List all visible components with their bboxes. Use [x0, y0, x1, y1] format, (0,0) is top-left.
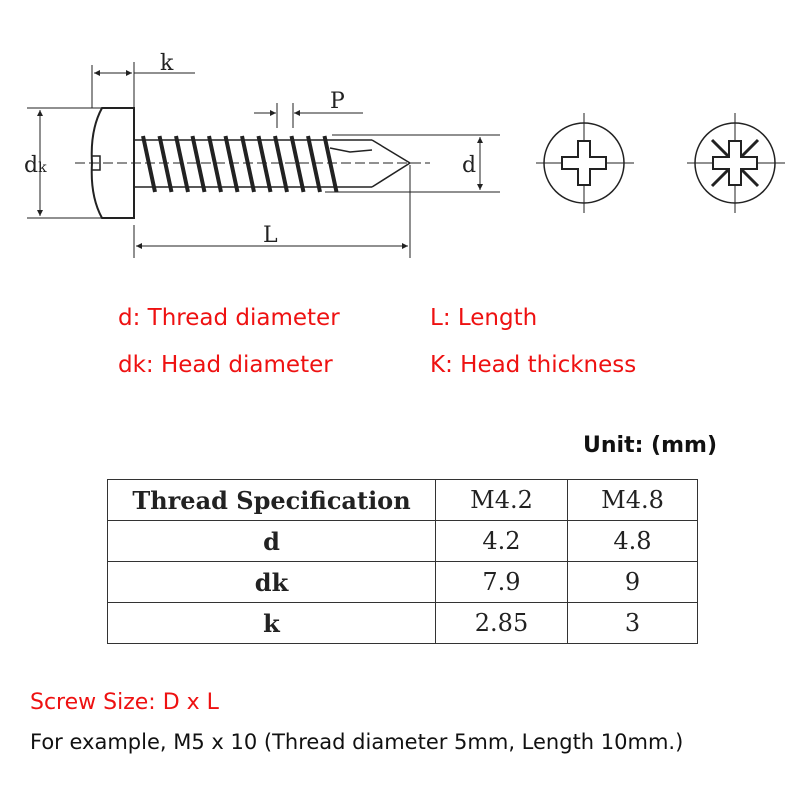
thread-stroke [322, 135, 339, 193]
legend-k: K: Head thickness [430, 352, 637, 378]
spec-table: Thread Specification M4.2 M4.8 d 4.2 4.8… [107, 479, 698, 644]
table-cell: 4.8 [567, 520, 698, 562]
legend-d: d: Thread diameter [118, 305, 340, 331]
phillips-head-view [536, 113, 634, 213]
label-k: k [160, 51, 174, 76]
thread-stroke [273, 135, 289, 193]
table-cell: d [107, 520, 436, 562]
table-row: d 4.2 4.8 [107, 520, 698, 562]
thread-stroke [289, 135, 306, 193]
table-cell: dk [107, 561, 436, 603]
thread-stroke [207, 135, 223, 193]
table-cell: k [107, 602, 436, 644]
example-text: For example, M5 x 10 (Thread diameter 5m… [30, 730, 684, 754]
thread-stroke [174, 135, 190, 193]
pozidriv-head-view [687, 113, 785, 213]
thread-stroke [141, 135, 157, 193]
thread-stroke [256, 135, 273, 193]
label-d: d [462, 153, 476, 178]
table-header-row: Thread Specification M4.2 M4.8 [107, 479, 698, 521]
table-row: dk 7.9 9 [107, 561, 698, 603]
table-cell: 4.2 [435, 520, 568, 562]
thread-stroke [223, 135, 240, 193]
table-cell: 9 [567, 561, 698, 603]
table-header: Thread Specification [107, 479, 436, 521]
thread-stroke [157, 135, 174, 193]
screw-size-label: Screw Size: D x L [30, 690, 219, 715]
label-l: L [263, 223, 278, 248]
thread-stroke [306, 135, 322, 193]
label-p: P [330, 89, 345, 114]
legend-l: L: Length [430, 305, 538, 331]
legend-dk: dk: Head diameter [118, 352, 333, 378]
unit-label: Unit: (mm) [583, 433, 717, 458]
screw-technical-drawing: k P dk d L [24, 51, 785, 258]
label-dk: dk [24, 153, 47, 178]
table-cell: 3 [567, 602, 698, 644]
table-row: k 2.85 3 [107, 602, 698, 644]
thread-stroke [190, 135, 207, 193]
table-header: M4.2 [435, 479, 568, 521]
table-cell: 7.9 [435, 561, 568, 603]
table-header: M4.8 [567, 479, 698, 521]
thread-stroke [240, 135, 256, 193]
table-cell: 2.85 [435, 602, 568, 644]
